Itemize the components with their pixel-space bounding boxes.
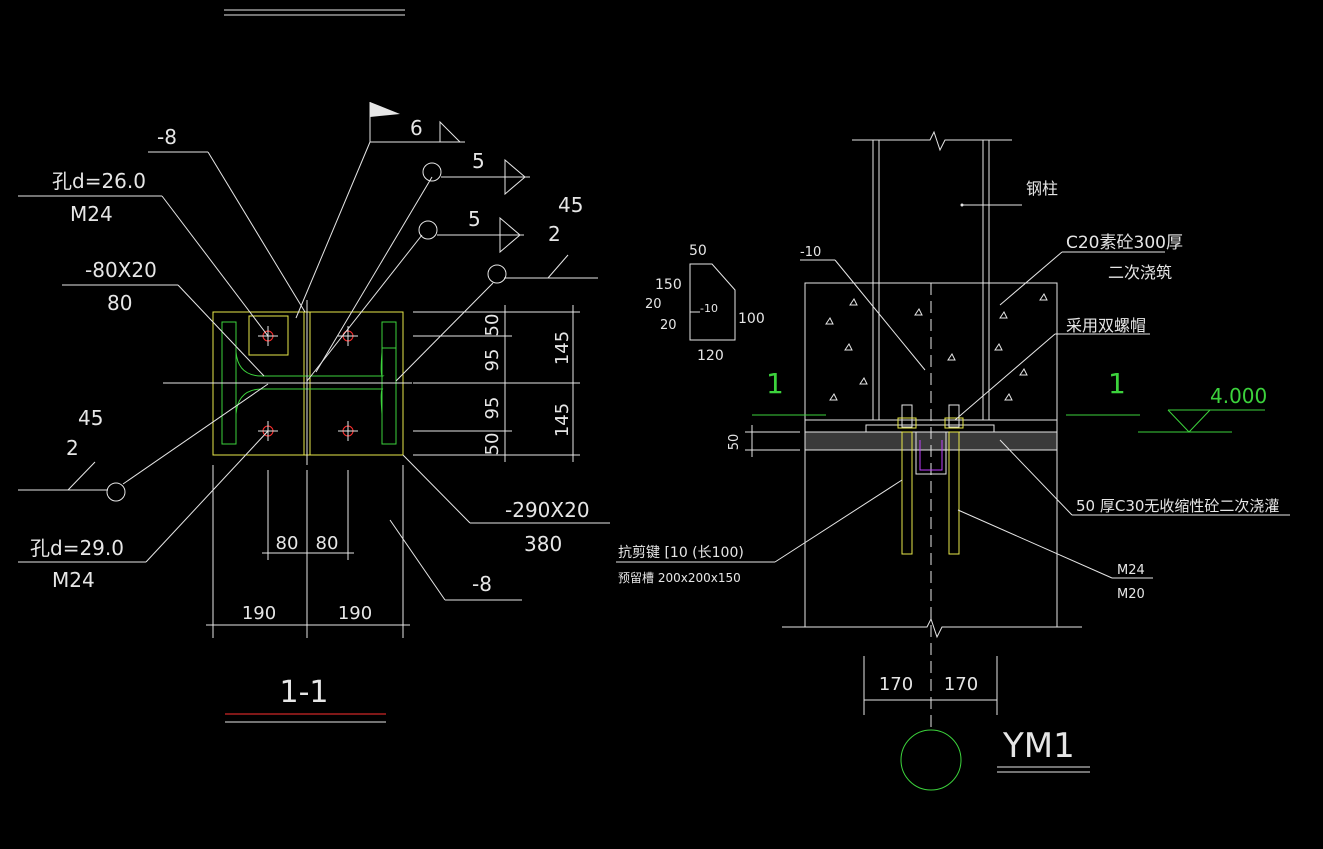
dim-outer-1: 190 [242,603,276,624]
label-weld-2-left: 2 [66,436,79,460]
label-hole-29: 孔d=29.0 [30,536,124,560]
dim-v-2: 95 [482,349,503,372]
label-plate-thk-bottom: -8 [472,572,492,596]
washer-plate [248,315,289,356]
section-1-1-labels: -8 6 孔d=26.0 M24 5 5 45 2 -80X20 80 45 2… [30,116,590,710]
aggregate-marks [825,293,1048,401]
plate-dim-left: 150 [655,277,682,293]
dim-50: 50 [727,434,742,451]
dimensions-vertical [413,305,580,462]
axis-bubble [900,729,962,791]
label-hole-26: 孔d=26.0 [52,169,146,193]
dim-v-total-1: 145 [552,331,573,365]
label-plate-m10: -10 [800,245,821,260]
label-concrete: C20素砼300厚 [1066,233,1183,253]
label-stiffener: -80X20 [85,258,157,282]
label-steel-column: 钢柱 [1026,179,1058,198]
label-stiffener-len: 80 [107,291,132,315]
dim-v-1: 50 [482,314,503,337]
label-concrete-2: 二次浇筑 [1108,263,1172,282]
dim-right: 170 [944,674,978,695]
section-title: 1-1 [280,675,329,710]
dim-left: 170 [879,674,913,695]
label-weld-45-left: 45 [78,406,103,430]
label-weld-5b: 5 [468,207,481,231]
label-weld-2-right: 2 [548,222,561,246]
section-mark-left: 1 [766,367,784,400]
plate-dim-right: 100 [738,311,765,327]
plate-dim-center: -10 [700,302,718,315]
section-mark-right: 1 [1108,367,1126,400]
dim-outer-2: 190 [338,603,372,624]
dim-v-total-2: 145 [552,403,573,437]
label-weld-45-right: 45 [558,193,583,217]
label-elevation: 4.000 [1210,384,1267,408]
detail-ym1-drawing [616,130,1290,791]
dimensions-horizontal [206,465,410,638]
label-bolt-m24-a: M24 [70,202,113,226]
leaders [18,102,610,601]
label-weld-5a: 5 [472,149,485,173]
plate-dim-bottom: 120 [697,348,724,364]
dim-inner-1: 80 [276,533,299,554]
label-base-plate: -290X20 [505,498,590,522]
detail-title: YM1 [1002,726,1075,766]
label-bolt-a: M24 [1117,563,1145,578]
label-bolt-m24-b: M24 [52,568,95,592]
label-bolt-b: M20 [1117,587,1145,602]
detail-ym1-labels: 钢柱 C20素砼300厚 二次浇筑 -10 采用双螺帽 4.000 1 1 50… [618,179,1279,766]
plate-dim-left3: 20 [660,318,677,333]
label-base-plate-len: 380 [524,532,562,556]
header-rule [224,9,405,16]
label-double-nut: 采用双螺帽 [1066,316,1146,335]
dim-inner-2: 80 [316,533,339,554]
plate-dim-left2: 20 [645,297,662,312]
label-weld-6: 6 [410,116,423,140]
label-grout: 50 厚C30无收缩性砼二次浇灌 [1076,497,1279,515]
plate-dim-top: 50 [689,243,707,259]
section-1-1-plan [18,102,610,723]
stiffener-plate-detail [689,263,736,341]
dim-v-4: 50 [482,433,503,456]
label-shear-key: 抗剪键 [10 (长100) [618,545,744,561]
dim-v-3: 95 [482,397,503,420]
label-plate-thk-top: -8 [157,125,177,149]
label-reserve-slot: 预留槽 200x200x150 [618,571,741,585]
